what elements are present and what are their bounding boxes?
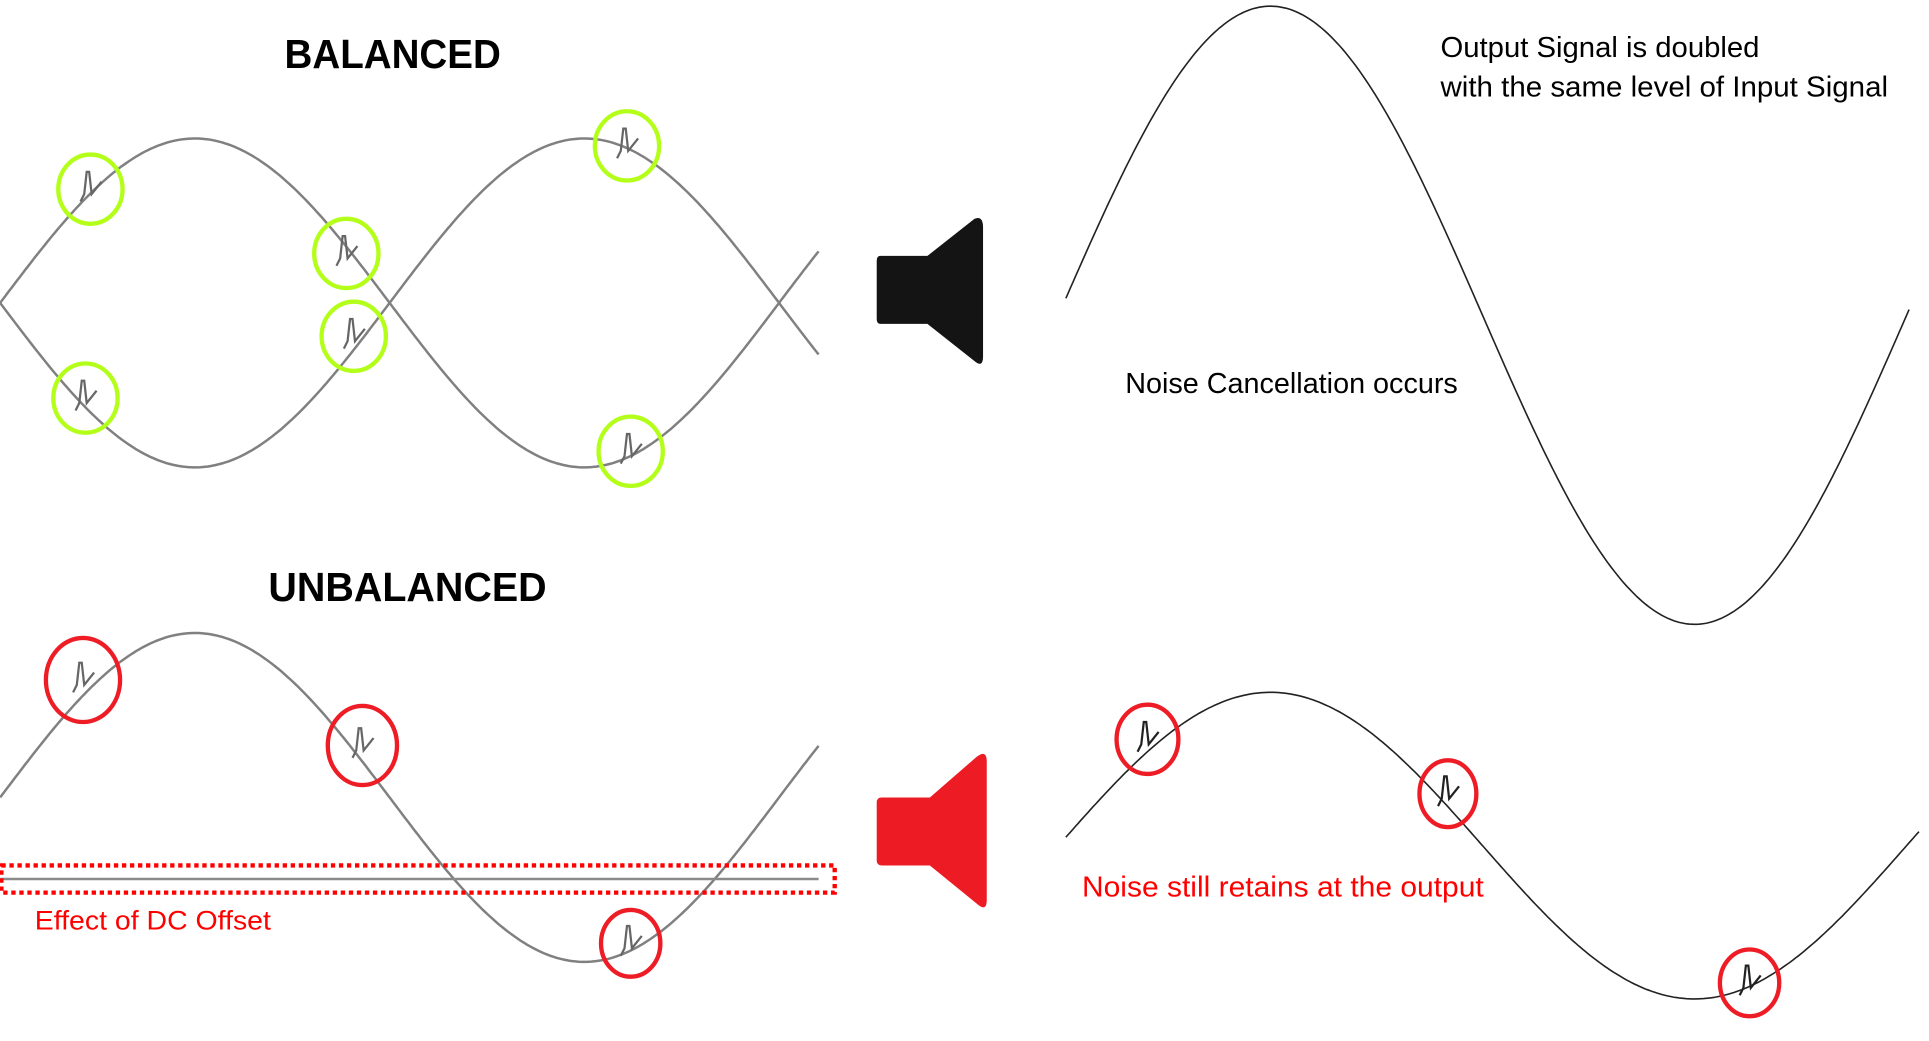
noise-spike [74,379,98,411]
noise-spike [1437,775,1460,807]
dc-offset-box [0,863,837,895]
noise-spike [619,432,643,465]
noise-spike [1738,964,1762,996]
noise-spike [72,661,95,693]
waveforms [0,5,1920,1000]
unbalanced-wave [0,631,820,964]
unbalanced-noise-circle [43,635,123,725]
balanced-wave-negative [0,137,820,469]
noise-spike [1136,720,1160,753]
unbalanced-speaker-icon [876,753,987,908]
balanced-speaker-icon [876,217,984,364]
noise-spike [79,170,103,203]
noise-spike [342,317,366,350]
balanced-noise-circle [312,216,381,291]
dc-offset-label: Effect of DC Offset [35,905,272,936]
balanced-wave-positive [0,137,820,469]
noise-spike [619,924,643,957]
balanced-noise-circle [56,152,125,226]
noise-spike [616,127,639,159]
output-wave-doubled [1065,5,1910,626]
balanced-noise-circle [51,361,120,435]
noise-spike [335,235,359,267]
unbalanced-noise-circle [598,907,663,979]
balanced-noise-circle [592,109,662,183]
balanced-title: BALANCED [285,31,501,77]
output-wave-noisy [1065,691,1920,1000]
input-level-label: with the same level of Input Signal [1439,71,1888,103]
noise-markers [43,109,1782,1019]
output-doubled-label: Output Signal is doubled [1440,32,1759,64]
noise-cancellation-label: Noise Cancellation occurs [1125,368,1458,400]
balanced-noise-circle [319,299,389,374]
noise-retained-label: Noise still retains at the output [1082,871,1484,903]
output-noise-circle [1417,758,1479,830]
noise-spike [351,727,375,759]
output-noise-circle [1114,702,1181,777]
balanced-noise-circle [596,414,665,489]
unbalanced-noise-circle [325,703,400,788]
unbalanced-title: UNBALANCED [268,564,546,610]
output-noise-circle [1717,947,1782,1019]
